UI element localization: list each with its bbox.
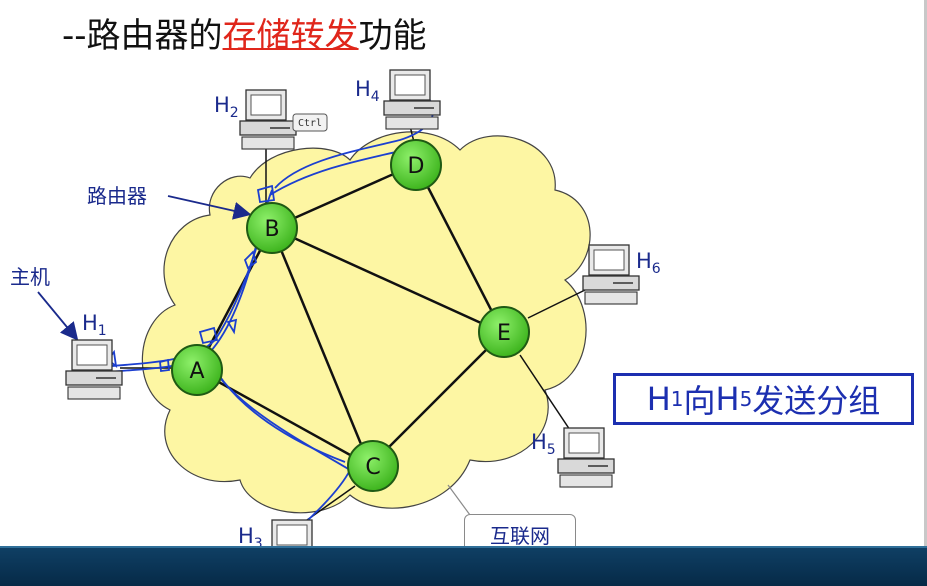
router-node	[246, 202, 298, 254]
bottom-divider	[0, 546, 927, 549]
router-node	[478, 306, 530, 358]
computer-icon	[239, 89, 297, 150]
link-h6-e	[527, 289, 586, 319]
computer-icon	[383, 69, 441, 130]
host-label-text: 主机	[10, 265, 50, 289]
slide-edge	[924, 0, 927, 548]
router-c: C	[347, 440, 399, 492]
ctrl-key-text: Ctrl	[298, 118, 322, 129]
title-suffix: 功能	[358, 16, 427, 56]
link-b-c	[270, 227, 372, 467]
host-h1-label: H1	[82, 311, 107, 339]
packet-path-annotation	[106, 99, 435, 541]
router-label: B	[264, 217, 279, 242]
link-h5-e	[519, 354, 571, 431]
title-highlight: 存储转发	[222, 16, 359, 56]
computer-icon	[582, 244, 640, 305]
host-pointer	[37, 291, 79, 341]
router-pointer	[167, 195, 252, 220]
router-node	[390, 139, 442, 191]
host-h4-label: H4	[355, 77, 380, 105]
router-b: B	[246, 202, 298, 254]
host-h6-label: H6	[636, 249, 661, 277]
bottom-bar	[0, 548, 927, 586]
router-label: E	[497, 321, 511, 346]
router-node	[347, 440, 399, 492]
host-h2-label: H2	[214, 93, 239, 121]
host-h5-label: H5	[531, 430, 556, 458]
link-c-e	[369, 332, 504, 467]
router-label: A	[189, 359, 204, 384]
router-label: D	[408, 154, 425, 179]
router-d: D	[390, 139, 442, 191]
ctrl-key-tag: Ctrl	[292, 113, 328, 132]
computer-icon	[557, 427, 615, 488]
title-prefix: --路由器的	[62, 16, 223, 56]
internet-pointer	[447, 484, 471, 516]
link-a-c	[196, 368, 371, 468]
page-title: --路由器的存储转发功能	[62, 8, 427, 57]
computer-icon	[65, 339, 123, 400]
router-label: C	[365, 455, 380, 480]
link-d-e	[414, 163, 505, 334]
router-a: A	[171, 344, 223, 396]
router-label: 路由器	[87, 184, 147, 208]
host-h3-label: H3	[238, 524, 263, 552]
link-b-e	[271, 226, 504, 335]
link-a-b	[195, 227, 274, 371]
router-e: E	[478, 306, 530, 358]
router-node	[171, 344, 223, 396]
